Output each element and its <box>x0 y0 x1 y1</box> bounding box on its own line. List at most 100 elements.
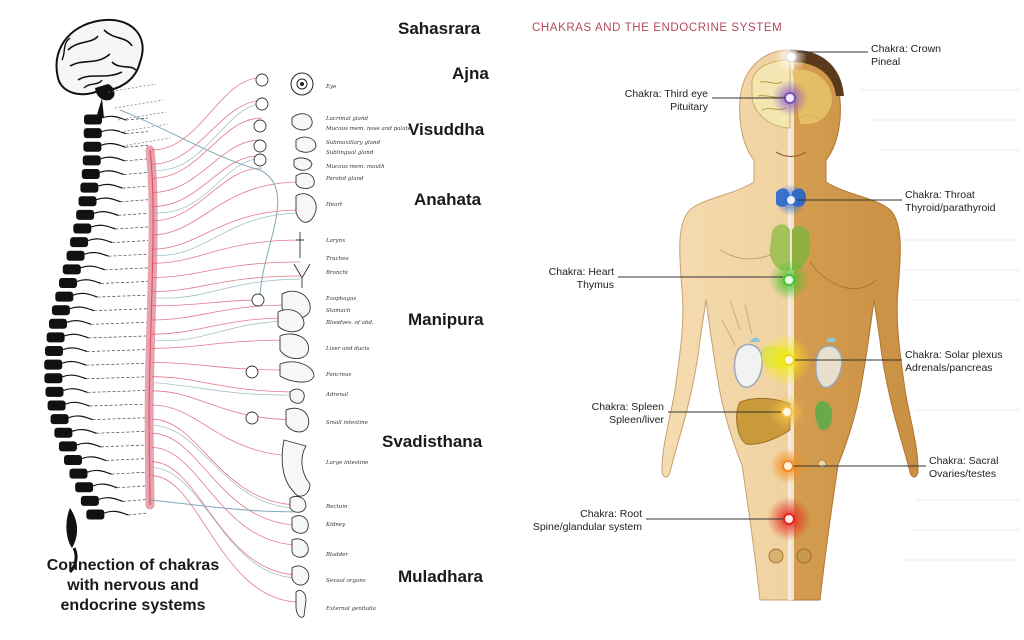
organ-label: Stomach <box>326 308 351 314</box>
organ-label: Liver and ducts <box>326 346 370 352</box>
background-texture <box>860 89 1020 561</box>
vertebra <box>50 414 69 425</box>
callout-chakra: Chakra: Heart <box>548 266 614 278</box>
organ-label: Esophagus <box>326 296 357 302</box>
caption-line: endocrine systems <box>60 597 206 614</box>
callout-chakra: Chakra: Crown <box>871 43 942 55</box>
vertebra <box>78 196 97 207</box>
organ-label: Pancreas <box>326 372 352 378</box>
nervous-system-illustration <box>44 18 317 618</box>
callout-crown: Chakra: Crown Pineal <box>871 43 941 69</box>
organ-label: Bloodves. of abd. <box>326 320 374 326</box>
callout-chakra: Chakra: Solar plexus <box>905 349 1003 361</box>
vertebra <box>73 223 92 234</box>
spinal-column <box>44 83 171 574</box>
vertebra <box>66 250 85 261</box>
organ-label: Mucous mem. nose and palate <box>326 126 411 132</box>
callout-spleen: Chakra: Spleen Spleen/liver <box>560 401 664 427</box>
organ-label: Sexual organs <box>326 578 366 584</box>
vertebra <box>45 386 64 397</box>
callout-throat: Chakra: Throat Thyroid/parathyroid <box>905 189 995 215</box>
callout-gland: Thyroid/parathyroid <box>905 202 996 214</box>
vertebra <box>45 346 64 357</box>
caption-line: Connection of chakras <box>46 557 220 574</box>
callout-chakra: Chakra: Spleen <box>591 401 664 413</box>
vertebra <box>54 427 73 438</box>
organ-label: Parotid gland <box>326 176 364 182</box>
organ-label: External genitalia <box>326 606 376 612</box>
organ-label: Mucous mem. mouth <box>326 164 385 170</box>
caption-line: with nervous and <box>67 577 199 594</box>
organ-label: Sublingual gland <box>326 150 374 156</box>
vertebra <box>76 209 95 220</box>
callout-gland: Spine/glandular system <box>532 521 642 533</box>
vertebra <box>44 373 63 384</box>
chakra-points <box>759 41 811 541</box>
body-illustration <box>618 41 1020 601</box>
vertebra <box>80 182 99 193</box>
chakra-label-muladhara: Muladhara <box>398 567 484 586</box>
callout-gland: Adrenals/pancreas <box>905 362 993 374</box>
brain-illustration <box>55 18 144 118</box>
vertebra <box>86 509 105 520</box>
sympathetic-chain <box>144 145 158 510</box>
organ-label: Kidney <box>326 522 346 528</box>
organ-label: Small intestine <box>326 420 368 426</box>
vertebra <box>46 332 65 343</box>
organ-label: Larynx <box>326 238 346 244</box>
chakra-label-ajna: Ajna <box>452 64 489 83</box>
vertebra <box>69 468 88 479</box>
vertebra <box>84 114 102 125</box>
callout-leader-lines <box>618 51 926 520</box>
chakra-label-sahasrara: Sahasrara <box>398 19 481 38</box>
organ-label: Lacrimal gland <box>326 116 369 122</box>
callout-chakra: Chakra: Sacral <box>929 455 999 467</box>
organ-label: Bronchi <box>326 270 348 276</box>
organ-illustrations <box>245 72 317 618</box>
vertebra <box>64 455 83 466</box>
vertebra <box>58 441 77 452</box>
vertebra <box>48 318 67 329</box>
callout-chakra: Chakra: Throat <box>905 189 975 201</box>
callout-gland: Pituitary <box>670 101 708 113</box>
vertebra <box>59 277 78 288</box>
organ-label: Adrenal <box>326 392 348 398</box>
nerve-fibers <box>119 77 301 603</box>
callout-heart: Chakra: Heart Thymus <box>512 266 614 292</box>
chakra-label-svadisthana: Svadisthana <box>382 432 483 451</box>
chakra-label-visuddha: Visuddha <box>408 120 485 139</box>
chakra-label-manipura: Manipura <box>408 310 484 329</box>
vertebra <box>82 155 101 166</box>
vertebra <box>81 168 100 179</box>
organ-label: Large intestine <box>326 460 369 466</box>
vertebra <box>47 400 66 411</box>
organ-label: Bladder <box>326 552 349 558</box>
callout-gland: Pineal <box>871 56 901 68</box>
chakra-label-anahata: Anahata <box>414 190 482 209</box>
callout-gland: Thymus <box>576 279 614 291</box>
vertebra <box>83 141 102 152</box>
vertebra <box>70 237 89 248</box>
organ-label: Trachea <box>326 256 349 262</box>
vertebra <box>55 291 74 302</box>
callout-third-eye: Chakra: Third eye Pituitary <box>590 88 708 114</box>
organ-label: Eye <box>326 84 337 90</box>
vertebra <box>51 305 70 316</box>
callout-sacral: Chakra: Sacral Ovaries/testes <box>929 455 998 481</box>
vertebra <box>62 264 81 275</box>
callout-gland: Ovaries/testes <box>929 468 997 480</box>
vertebra <box>75 482 94 493</box>
vertebra <box>80 495 99 506</box>
vertebra <box>44 359 63 370</box>
diagram-caption: Connection of chakras with nervous and e… <box>18 556 248 616</box>
callout-chakra: Chakra: Third eye <box>624 88 708 100</box>
organ-label: Heart <box>326 202 343 208</box>
vertebra <box>83 128 102 139</box>
callout-chakra: Chakra: Root <box>580 508 642 520</box>
right-panel-title: CHAKRAS AND THE ENDOCRINE SYSTEM <box>532 22 783 34</box>
callout-root: Chakra: Root Spine/glandular system <box>508 508 642 534</box>
callout-solar-plexus: Chakra: Solar plexus Adrenals/pancreas <box>905 349 1002 375</box>
organ-label: Submaxillary gland <box>326 140 381 146</box>
organ-label: Rectum <box>326 504 348 510</box>
